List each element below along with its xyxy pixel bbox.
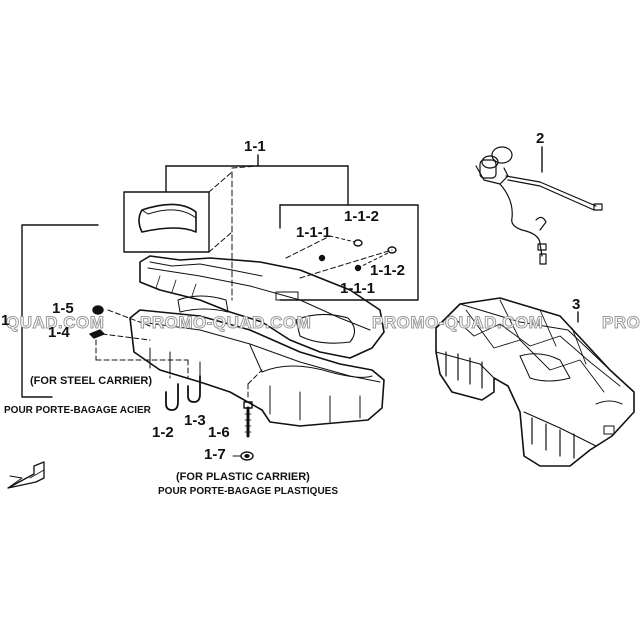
callout-1-7: 1-7: [204, 446, 226, 463]
washer-1-7: [232, 451, 254, 461]
plastic-carrier-note: (FOR PLASTIC CARRIER): [176, 471, 310, 483]
bolt-1-6: [243, 401, 253, 438]
callout-1: 1: [1, 312, 10, 329]
watermark-text: PRO: [601, 313, 641, 333]
callout-1-5: 1-5: [52, 300, 74, 317]
callout-2: 2: [536, 130, 545, 147]
leader-lines: [95, 165, 263, 401]
steel-carrier-note-fr: POUR PORTE-BAGAGE ACIER: [4, 405, 151, 416]
carrier-lid: [139, 255, 385, 359]
callout-1-1-1: 1-1-1: [296, 224, 332, 241]
bracket-1: [21, 224, 99, 398]
callout-3: 3: [572, 296, 581, 313]
watermark-text: PROMO-QUAD.COM: [139, 313, 312, 333]
wiring-harness: [475, 146, 603, 265]
callout-1-6: 1-6: [208, 424, 230, 441]
callout-1-4: 1-4: [48, 324, 70, 341]
callout-1-3: 1-3: [184, 412, 206, 429]
callout-1-1: 1-1: [244, 138, 266, 155]
callout-1-1-1: 1-1-1: [340, 280, 376, 297]
hook-1-3: [187, 375, 201, 403]
hardware-inset-box: [279, 204, 419, 301]
callout-1-1-2: 1-1-2: [344, 208, 380, 225]
watermark-text: QUAD.COM: [5, 313, 105, 333]
cargo-box-3: [435, 297, 635, 467]
bracket-1-1: [165, 154, 349, 206]
callout-1-2: 1-2: [152, 424, 174, 441]
front-arrow: [7, 461, 45, 489]
callout-1-1-2: 1-1-2: [370, 262, 406, 279]
watermark-text: PROMO-QUAD.COM: [371, 313, 544, 333]
pad-inset-box: [123, 171, 233, 301]
steel-carrier-note: (FOR STEEL CARRIER): [30, 375, 153, 387]
plastic-carrier-note-fr: POUR PORTE-BAGAGE PLASTIQUES: [158, 486, 339, 497]
hardware-1-4-1-5: [89, 305, 105, 339]
hook-1-2: [165, 383, 179, 411]
